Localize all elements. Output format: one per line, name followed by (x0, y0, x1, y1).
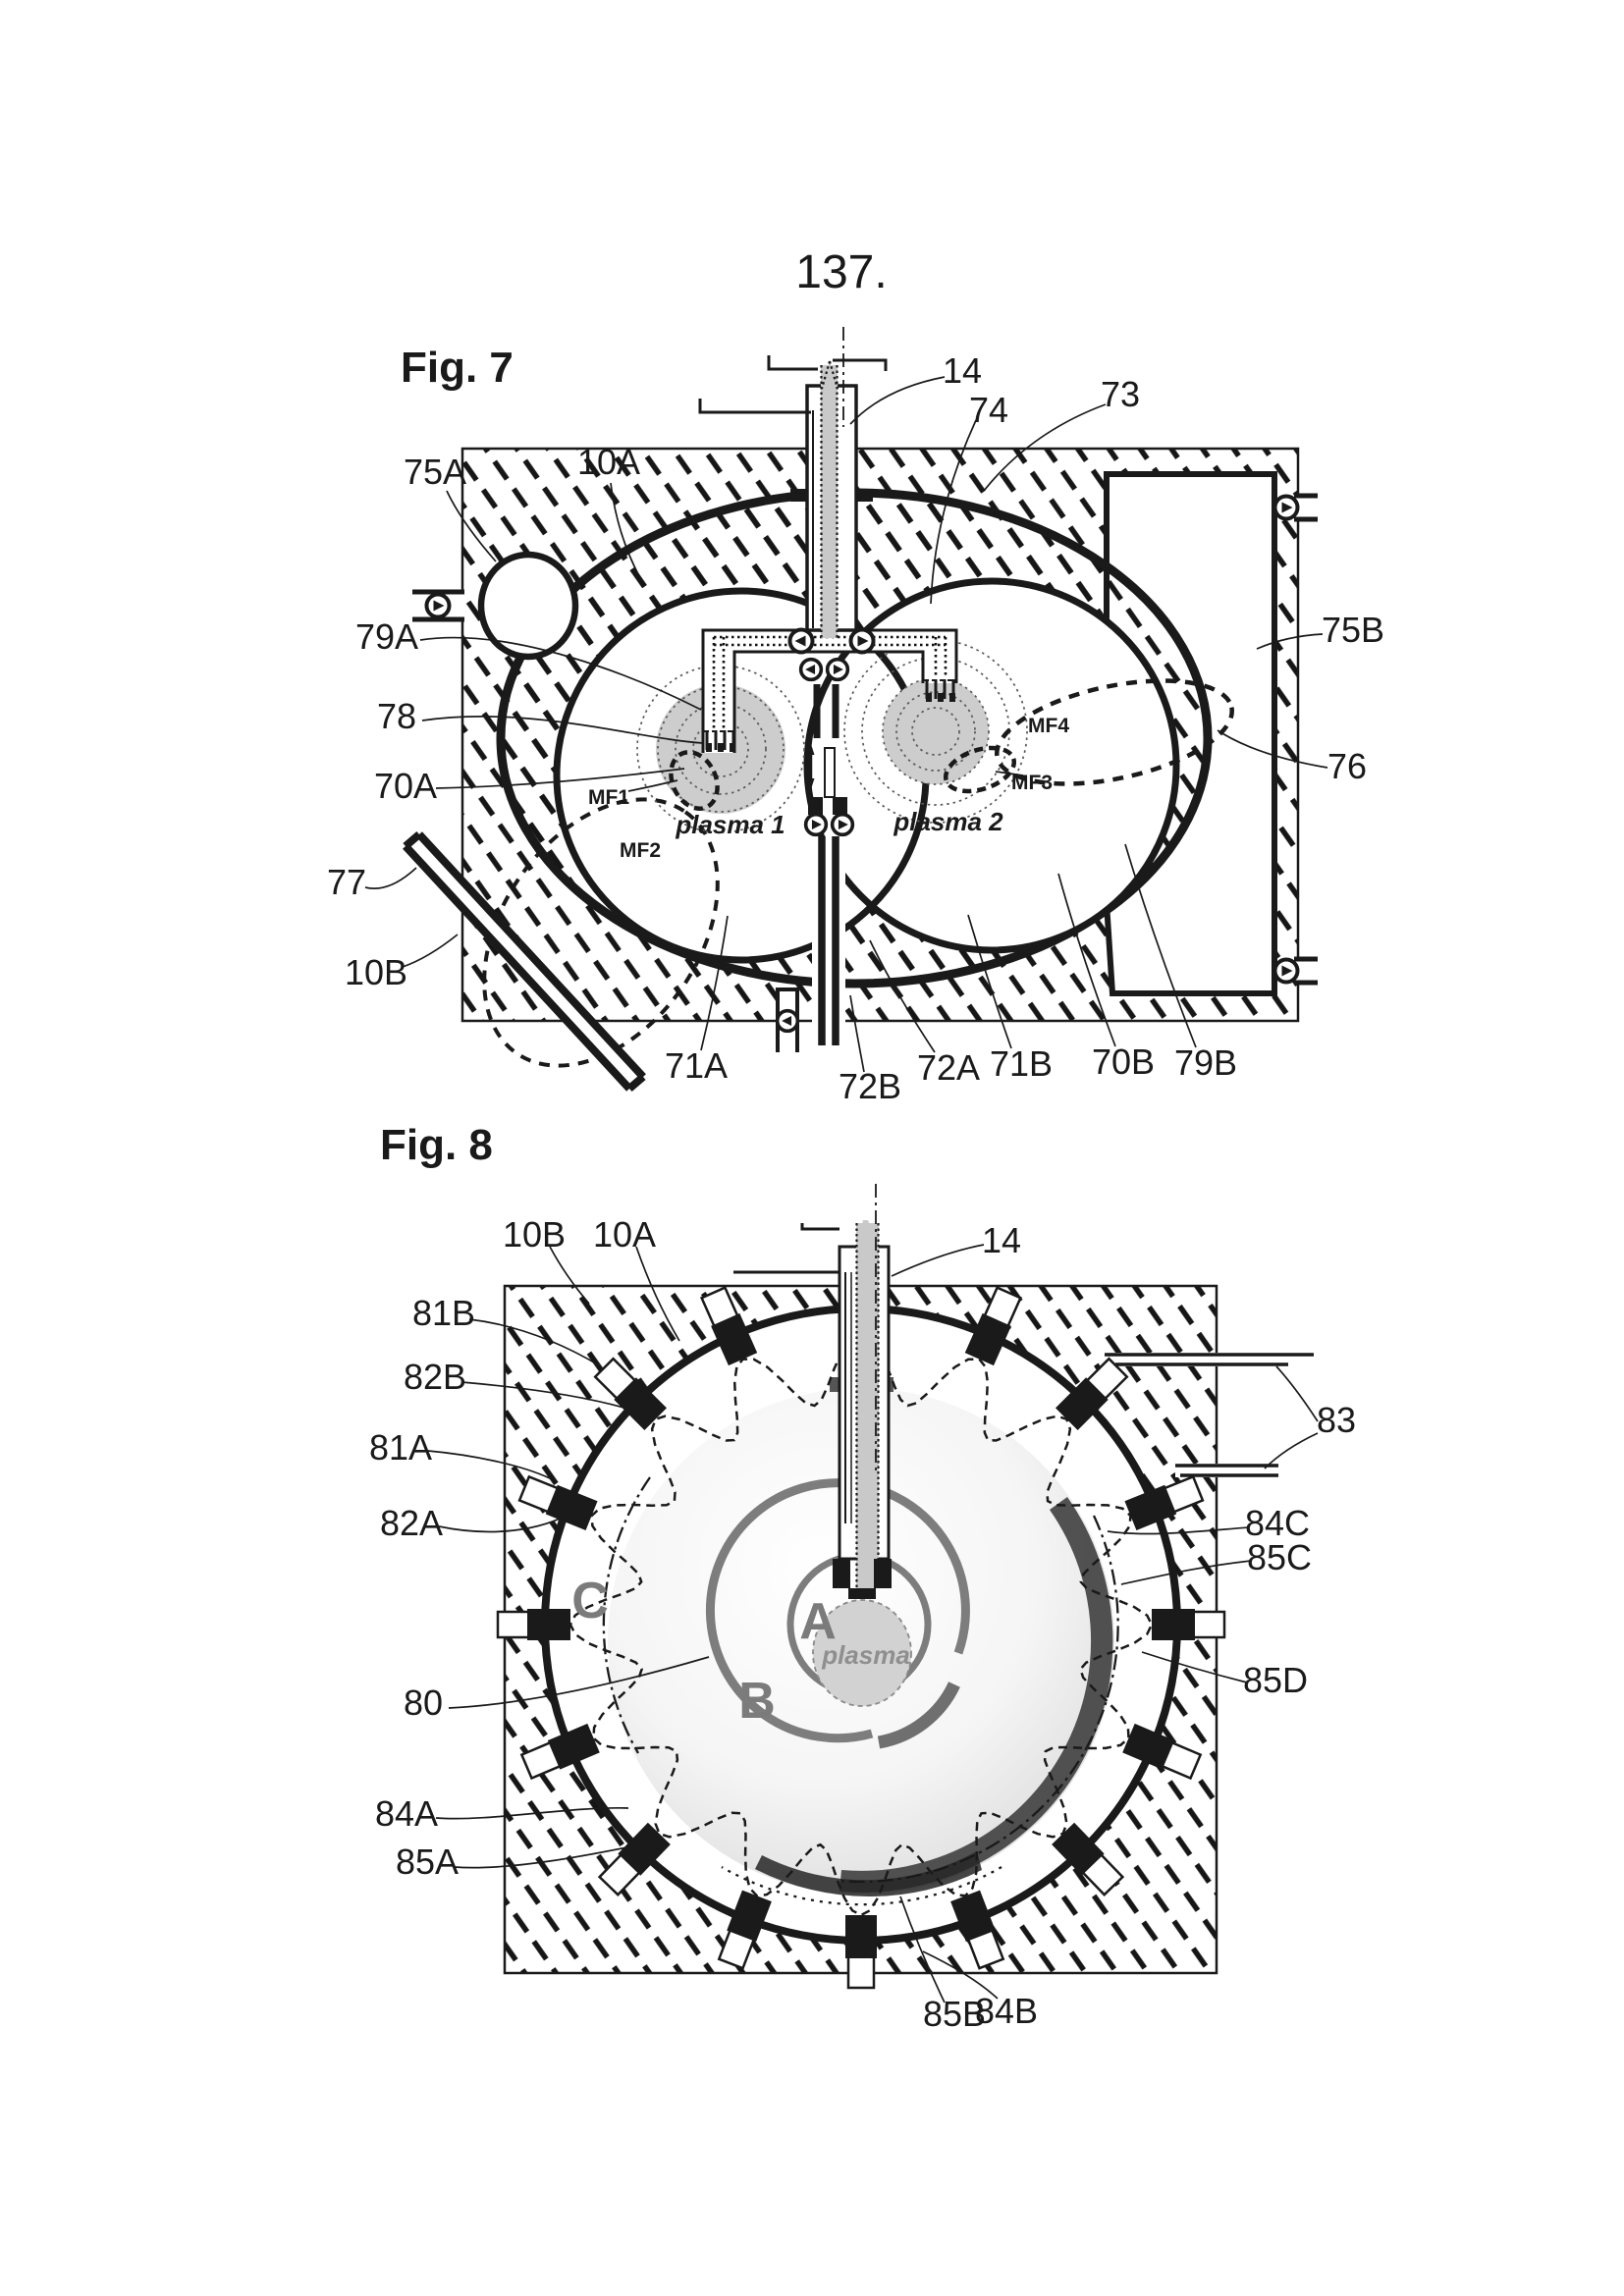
fig8-labels: 10B 10A 14 81B 82B 81A 82A 80 84A 85A 85… (369, 1214, 1356, 2034)
fig8-ring-B-tail (877, 1682, 960, 1749)
fig8-label-82B: 82B (404, 1357, 466, 1397)
fig7-label-plasma1: plasma 1 (675, 810, 785, 839)
fig8-ring-B (705, 1478, 970, 1743)
fig7-field-ellipse-MF3 (943, 745, 1017, 794)
fig8-label-85D: 85D (1243, 1660, 1308, 1700)
fig8-label-plasma: plasma (821, 1640, 910, 1670)
fig7-label-14: 14 (943, 350, 982, 391)
fig7-labels: 75A 10A 14 74 73 75B 76 79A 78 70A 77 10… (327, 350, 1384, 1106)
fig7-label-75A: 75A (404, 452, 466, 492)
fig7-label-MF3: MF3 (1011, 772, 1053, 794)
updown-arrow-icon (807, 744, 815, 789)
magnet (1052, 1822, 1125, 1896)
fig7-port-bottom-right (1272, 956, 1318, 986)
fig7-label-71B: 71B (990, 1043, 1053, 1084)
fig7-center-antenna (807, 684, 847, 1048)
fig8-label-85A: 85A (396, 1842, 459, 1882)
fig7-bottom-bracket (775, 988, 800, 1052)
fig7-feed-tube (698, 327, 888, 638)
fig8-title: Fig. 8 (380, 1121, 493, 1169)
fig7-label-10A: 10A (577, 442, 640, 482)
magnet (717, 1890, 772, 1970)
magnet (1055, 1357, 1129, 1431)
magnet (699, 1286, 758, 1366)
fig8-label-84C: 84C (1245, 1503, 1310, 1543)
fig7-label-MF2: MF2 (620, 839, 661, 862)
magnet (519, 1723, 600, 1781)
fig7-substrate-bar (403, 830, 646, 1093)
fig8-label-10B: 10B (503, 1214, 566, 1255)
fig7-label-76: 76 (1327, 746, 1367, 786)
fig8-gas-pipes (1105, 1353, 1314, 1477)
fig8-label-80: 80 (404, 1682, 443, 1723)
fig8-feed-tube (733, 1184, 892, 1599)
magnet (1124, 1474, 1205, 1530)
fig8-label-81B: 81B (412, 1293, 475, 1333)
fig8-plasma-region (812, 1599, 912, 1707)
fig8-ball-shade-right (839, 1497, 1113, 1893)
fig7-label-75B: 75B (1322, 610, 1384, 650)
fig7-label-79A: 79A (355, 616, 418, 657)
fig8-label-85C: 85C (1247, 1537, 1312, 1577)
fig7-field-ellipse-MF1 (669, 750, 720, 811)
fig7-label-MF1: MF1 (588, 786, 629, 809)
magnet (597, 1822, 671, 1896)
fig8-label-10A: 10A (593, 1214, 656, 1255)
figure-8: Fig. 8 (369, 1121, 1356, 2034)
fig7-label-70B: 70B (1092, 1041, 1155, 1082)
fig7-port-top-right (1272, 493, 1318, 522)
fig8-label-14: 14 (982, 1220, 1021, 1260)
fig7-label-72B: 72B (839, 1066, 901, 1106)
fig7-port-left (412, 589, 464, 622)
fig8-label-83: 83 (1317, 1400, 1356, 1440)
magnet (1122, 1723, 1203, 1781)
fig7-label-74: 74 (969, 390, 1008, 430)
fig7-label-plasma2: plasma 2 (893, 807, 1003, 836)
fig7-field-ellipse-MF2 (482, 797, 720, 1068)
fig8-label-84A: 84A (375, 1793, 438, 1834)
fig7-electrode1-comb (704, 730, 735, 752)
fig7-label-71A: 71A (665, 1045, 728, 1086)
fig7-field-ellipse-MF4 (995, 678, 1234, 786)
fig8-magnet-ring (496, 1286, 1226, 1990)
fig7-label-79B: 79B (1174, 1042, 1237, 1083)
figure-7: Fig. 7 (327, 327, 1384, 1106)
magnet (1152, 1609, 1226, 1640)
fig8-label-81A: 81A (369, 1427, 432, 1468)
page-number: 137. (795, 246, 887, 298)
fig7-leader-lines (364, 376, 1328, 1073)
fig8-cusp-field-contour (568, 1332, 1154, 1917)
fig7-label-73: 73 (1101, 374, 1140, 414)
fig7-rf-feed-lines (698, 355, 888, 414)
fig7-electrode2-comb (924, 679, 957, 702)
magnet (593, 1357, 668, 1431)
magnet (845, 1915, 877, 1990)
fig8-label-84B: 84B (975, 1991, 1038, 2031)
magnet (964, 1286, 1023, 1366)
fig7-label-78: 78 (377, 696, 416, 736)
fig7-label-72A: 72A (917, 1047, 980, 1088)
magnet (496, 1609, 570, 1640)
fig8-chaindot-boundaries (602, 1476, 1119, 1884)
fig7-label-77: 77 (327, 862, 366, 902)
fig7-label-10B: 10B (345, 952, 407, 992)
fig8-label-82A: 82A (380, 1503, 443, 1543)
magnet (950, 1890, 1005, 1970)
fig7-label-MF4: MF4 (1028, 715, 1069, 737)
fig8-label-zone-C: C (571, 1573, 609, 1629)
fig8-label-85B: 85B (923, 1994, 986, 2034)
fig8-leader-lines (427, 1244, 1319, 2003)
fig8-label-zone-A: A (799, 1593, 837, 1650)
fig8-ball-shade-bottom (755, 1851, 982, 1897)
fig8-label-zone-B: B (738, 1673, 776, 1730)
fig7-title: Fig. 7 (401, 344, 514, 392)
fig7-side-chamber-75A (477, 551, 579, 661)
fig7-label-70A: 70A (374, 766, 437, 806)
